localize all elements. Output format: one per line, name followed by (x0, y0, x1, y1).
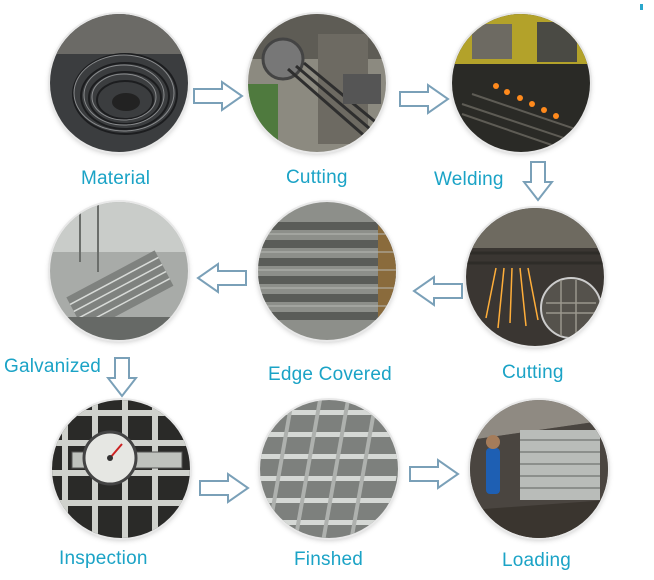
left-arrow-icon (196, 262, 247, 294)
step-label-finished: Finshed (294, 549, 363, 570)
right-arrow-icon (409, 458, 460, 490)
step-label-cutting-1: Cutting (286, 167, 348, 188)
welding-photo (452, 14, 590, 152)
down-arrow-icon (522, 161, 554, 202)
material-photo (50, 14, 188, 152)
step-label-loading: Loading (502, 550, 572, 571)
step-label-galvanized: Galvanized (4, 356, 102, 377)
right-arrow-icon (193, 80, 244, 112)
step-label-cutting-2: Cutting (502, 362, 564, 383)
right-arrow-icon (399, 83, 450, 115)
step-label-welding: Welding (434, 169, 504, 190)
corner-mark (640, 4, 643, 10)
loading-photo (470, 400, 608, 538)
finished-photo (260, 400, 398, 538)
step-label-inspection: Inspection (59, 548, 148, 569)
step-label-edge-covered: Edge Covered (268, 364, 392, 385)
galvanized-photo (50, 202, 188, 340)
right-arrow-icon (199, 472, 250, 504)
edge-covered-photo (258, 202, 396, 340)
saw-cutting-photo (466, 208, 604, 346)
cutting-machine-photo (248, 14, 386, 152)
inspection-photo (52, 400, 190, 538)
left-arrow-icon (412, 275, 463, 307)
down-arrow-icon (106, 357, 138, 398)
step-label-material: Material (81, 168, 151, 189)
